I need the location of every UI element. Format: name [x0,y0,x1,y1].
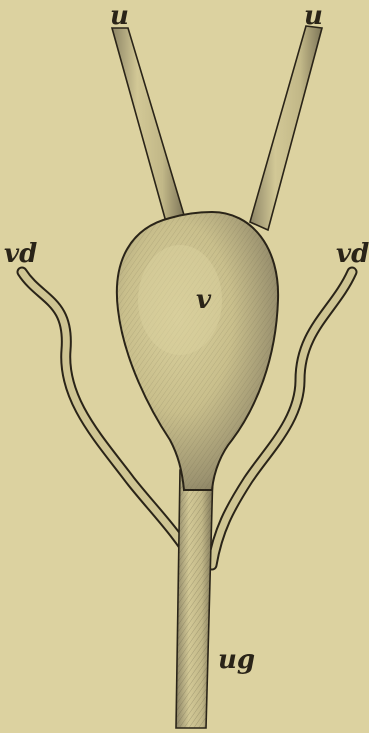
ureter-right [250,26,322,230]
label-vas-deferens-right: vd [336,239,369,269]
label-vas-deferens-left: vd [4,239,37,269]
label-ureter-right: u [304,1,323,31]
label-urogenital-canal: ug [218,645,255,675]
label-ureter-left: u [110,1,129,31]
label-bladder: v [196,285,212,315]
ureter-left [112,28,184,222]
